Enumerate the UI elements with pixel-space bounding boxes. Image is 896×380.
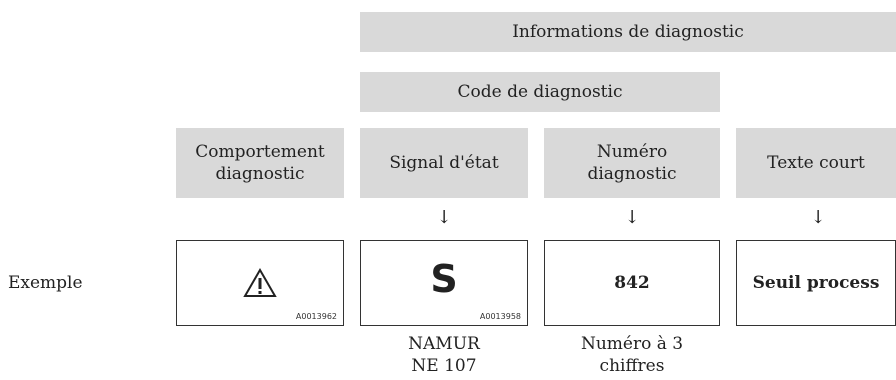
numero-note-text: Numéro à 3 chiffres xyxy=(580,334,684,376)
signal-header: Signal d'état xyxy=(360,128,528,198)
example-label: Exemple xyxy=(8,273,83,293)
status-signal-icon: S xyxy=(361,233,527,325)
texte-header: Texte court xyxy=(736,128,896,198)
number-box: 842 xyxy=(544,240,720,326)
code-header: Code de diagnostic xyxy=(360,72,720,112)
texte-header-label: Texte court xyxy=(767,153,865,173)
signal-header-label: Signal d'état xyxy=(389,153,499,173)
short-text: Seuil process xyxy=(752,273,880,293)
informations-header: Informations de diagnostic xyxy=(360,12,896,52)
signal-note: NAMUR NE 107 xyxy=(360,333,528,377)
signal-code: A0013958 xyxy=(479,312,521,321)
warning-icon xyxy=(177,241,343,325)
arrow-down-icon: ↓ xyxy=(810,207,826,228)
numero-header: Numéro diagnostic xyxy=(544,128,720,198)
arrow-down-icon: ↓ xyxy=(624,207,640,228)
warning-code: A0013962 xyxy=(295,312,337,321)
short-text-box: Seuil process xyxy=(736,240,896,326)
arrow-down-icon: ↓ xyxy=(436,207,452,228)
signal-box: S A0013958 xyxy=(360,240,528,326)
comportement-header-label: Comportement diagnostic xyxy=(195,142,325,184)
numero-header-label: Numéro diagnostic xyxy=(587,142,677,184)
code-header-label: Code de diagnostic xyxy=(457,82,623,102)
signal-note-text: NAMUR NE 107 xyxy=(408,334,480,376)
informations-header-label: Informations de diagnostic xyxy=(512,22,744,42)
numero-note: Numéro à 3 chiffres xyxy=(544,333,720,377)
warning-box: A0013962 xyxy=(176,240,344,326)
comportement-header: Comportement diagnostic xyxy=(176,128,344,198)
diagnostic-number: 842 xyxy=(614,273,650,293)
status-signal-letter: S xyxy=(430,257,458,301)
